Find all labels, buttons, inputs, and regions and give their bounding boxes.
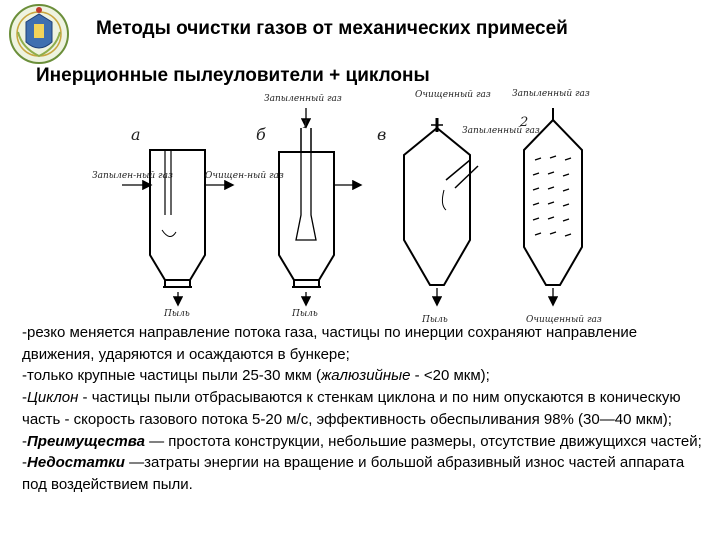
paragraph-particle-size: -только крупные частицы пыли 25-30 мкм (… — [22, 367, 490, 385]
label-dust-a: Пыль — [163, 309, 190, 319]
label-dusty-gas-2: Запыленный газ — [512, 89, 590, 99]
paragraph-inertia: -резко меняется направление потока газа,… — [22, 324, 638, 363]
panel-letter-b: б — [256, 125, 266, 144]
apparatus-a — [122, 149, 235, 307]
label-clean-gas-2: Очищенный газ — [526, 315, 602, 325]
paragraph-disadvantages: -Недостатки —затраты энергии на вращение… — [22, 454, 685, 493]
body-text: -резко меняется направление потока газа,… — [22, 322, 712, 496]
paragraph-advantages: -Преимущества — простота конструкции, не… — [22, 432, 702, 450]
page-subtitle: Инерционные пылеуловители + циклоны — [36, 65, 430, 86]
dust-collector-diagram: а б в Запылен-ный газ Очищен-ный газ Пыл… — [92, 89, 602, 325]
label-clean-gas-v: Очищенный газ — [415, 90, 491, 100]
university-logo — [9, 4, 69, 64]
page-title: Методы очистки газов от механических при… — [96, 18, 568, 39]
label-number-1: 1 — [302, 118, 309, 131]
label-clean-gas-a: Очищен-ный газ — [205, 171, 284, 181]
label-dusty-gas-b: Запыленный газ — [264, 94, 342, 104]
paragraph-cyclone: -Циклон - частицы пыли отбрасываются к с… — [22, 389, 681, 428]
label-dust-v: Пыль — [421, 315, 448, 325]
apparatus-v — [403, 118, 479, 307]
label-dusty-gas-a: Запылен-ный газ — [92, 171, 173, 181]
label-dusty-gas-v: Запыленный газ — [462, 126, 540, 136]
apparatus-b — [278, 108, 363, 307]
louver-marks — [532, 155, 572, 237]
label-number-2: 2 — [519, 115, 528, 130]
apparatus-2 — [523, 108, 583, 307]
panel-letter-v: в — [377, 125, 386, 144]
panel-letter-a: а — [131, 125, 141, 144]
label-dust-b: Пыль — [291, 309, 318, 319]
